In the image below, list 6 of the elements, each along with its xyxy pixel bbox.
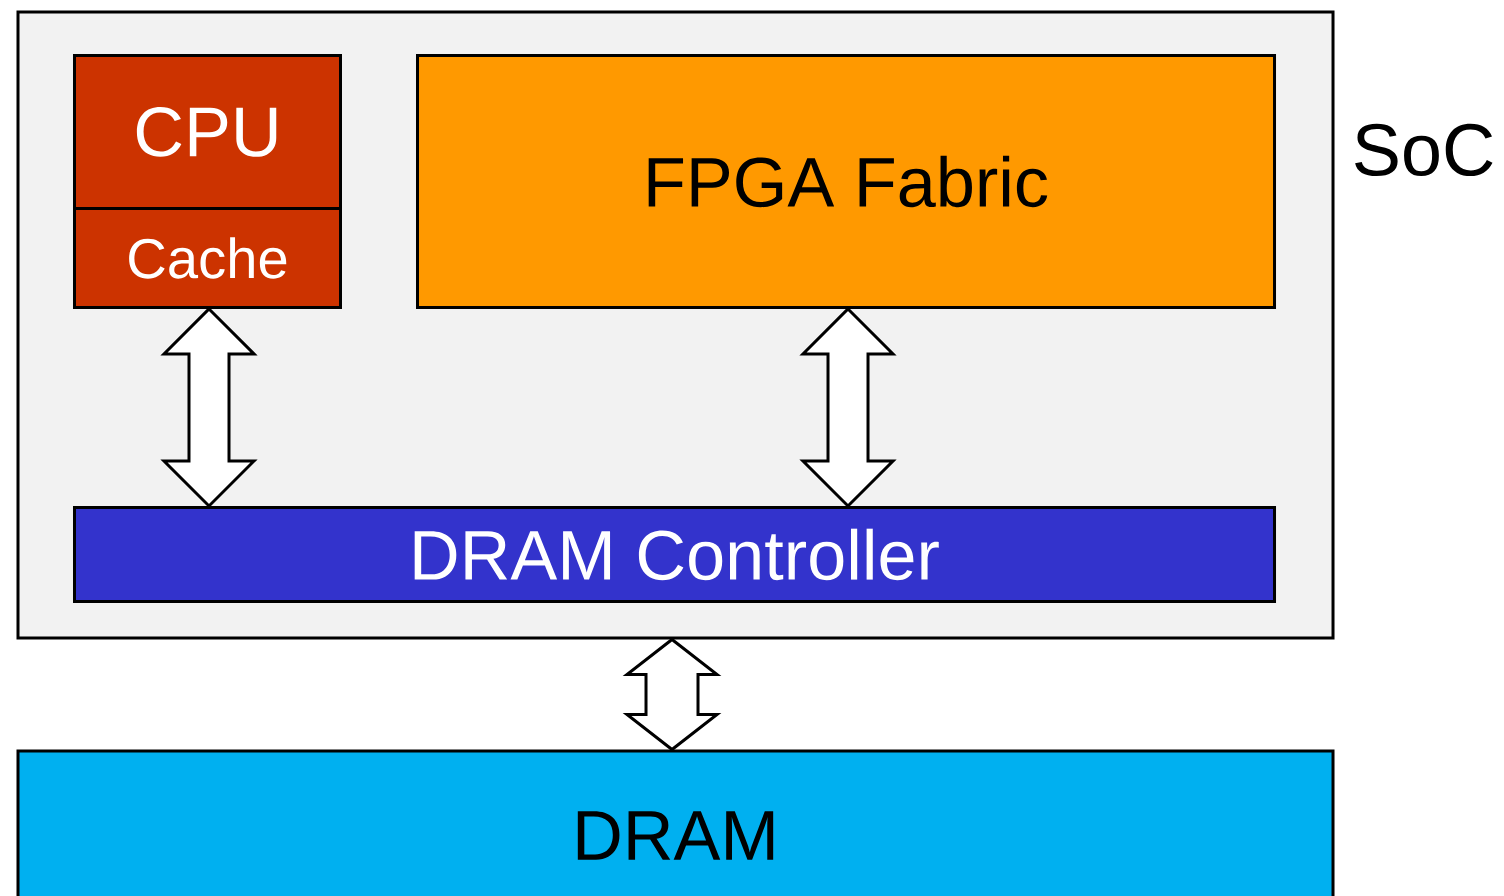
- fpga-box: FPGA Fabric: [416, 54, 1276, 309]
- controller-box: DRAM Controller: [73, 506, 1276, 603]
- dram-box: DRAM: [16, 749, 1335, 896]
- cpu-box: CPU: [73, 54, 342, 210]
- cache-box: Cache: [73, 206, 342, 309]
- node-label: SoC: [1355, 123, 1493, 177]
